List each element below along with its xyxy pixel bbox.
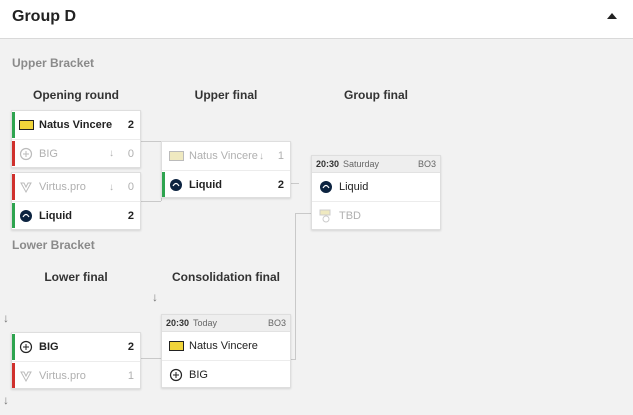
win-indicator <box>162 172 165 197</box>
team-name: Liquid <box>339 181 369 193</box>
team-name: Natus Vincere <box>39 119 113 131</box>
match-format: BO3 <box>267 318 286 328</box>
match-card-opening-1[interactable]: Natus Vincere 2 BIG ↓ 0 <box>11 110 141 168</box>
connector-line <box>291 183 299 184</box>
big-logo-icon <box>18 146 34 162</box>
group-title: Group D <box>12 8 76 25</box>
team-name: Natus Vincere <box>189 150 258 162</box>
lose-indicator <box>12 363 15 388</box>
team-row[interactable]: Liquid <box>312 173 440 201</box>
arrow-down-icon: ↓ <box>259 150 264 162</box>
team-name: Natus Vincere <box>189 340 258 352</box>
match-day: Saturday <box>343 159 380 169</box>
connector-line <box>295 213 311 214</box>
navi-logo-icon <box>168 148 184 164</box>
team-score: 2 <box>127 341 134 353</box>
team-name: TBD <box>339 209 361 222</box>
team-name: Liquid <box>39 209 72 222</box>
opening-round-title: Opening round <box>33 88 119 102</box>
navi-logo-icon <box>18 117 34 133</box>
team-name: Virtus.pro <box>39 369 86 382</box>
match-time: 20:30 <box>166 318 190 328</box>
connector-line <box>141 141 161 142</box>
arrow-down-icon: ↓ <box>3 311 9 325</box>
team-row[interactable]: Liquid 2 <box>162 170 290 198</box>
navi-logo-icon <box>168 338 184 354</box>
lower-final-title: Lower final <box>44 270 108 284</box>
arrow-down-icon: ↓ <box>109 181 114 193</box>
match-card-lower-final[interactable]: BIG 2 Virtus.pro 1 <box>11 332 141 389</box>
arrow-down-icon: ↓ <box>3 393 9 407</box>
team-row[interactable]: Liquid 2 <box>12 201 140 229</box>
upper-bracket-label: Upper Bracket <box>12 56 95 70</box>
team-row[interactable]: Natus Vincere ↓ 1 <box>162 142 290 170</box>
match-format: BO3 <box>417 159 436 169</box>
team-row[interactable]: BIG 2 <box>12 333 140 361</box>
win-indicator <box>12 112 15 138</box>
win-indicator <box>12 203 15 228</box>
match-header: 20:30 Today BO3 <box>162 315 290 332</box>
big-logo-icon <box>18 339 34 355</box>
team-name: BIG <box>39 341 59 353</box>
liquid-logo-icon <box>318 179 334 195</box>
match-day: Today <box>193 318 218 328</box>
team-score: 1 <box>127 369 134 382</box>
liquid-logo-icon <box>18 208 34 224</box>
team-row[interactable]: Natus Vincere 2 <box>12 111 140 139</box>
team-row[interactable]: BIG <box>162 360 290 388</box>
group-header: Group D <box>0 0 633 39</box>
team-name: Liquid <box>189 178 222 191</box>
virtuspro-logo-icon <box>18 368 34 384</box>
liquid-logo-icon <box>168 177 184 193</box>
connector-line <box>141 201 161 202</box>
lose-indicator <box>12 174 15 200</box>
team-score: 2 <box>127 119 134 131</box>
connector-line <box>291 359 296 360</box>
connector-line <box>141 358 161 359</box>
virtuspro-logo-icon <box>18 179 34 195</box>
big-logo-icon <box>168 367 184 383</box>
consolidation-final-title: Consolidation final <box>172 270 280 284</box>
match-time: 20:30 <box>316 159 340 169</box>
match-card-consolidation-final[interactable]: 20:30 Today BO3 Natus Vincere BIG <box>161 314 291 388</box>
team-row[interactable]: BIG ↓ 0 <box>12 139 140 167</box>
team-score: 0 <box>127 181 134 193</box>
team-row[interactable]: Virtus.pro 1 <box>12 361 140 389</box>
match-header: 20:30 Saturday BO3 <box>312 156 440 173</box>
team-score: 1 <box>277 150 284 162</box>
team-row[interactable]: TBD <box>312 201 440 229</box>
team-name: BIG <box>39 147 58 160</box>
match-card-group-final[interactable]: 20:30 Saturday BO3 Liquid TBD <box>311 155 441 230</box>
connector-line <box>295 213 296 360</box>
win-indicator <box>12 334 15 360</box>
arrow-down-icon: ↓ <box>152 290 158 304</box>
team-score: 0 <box>127 147 134 160</box>
team-name: BIG <box>189 368 208 381</box>
match-card-upper-final[interactable]: Natus Vincere ↓ 1 Liquid 2 <box>161 141 291 198</box>
match-card-opening-2[interactable]: Virtus.pro ↓ 0 Liquid 2 <box>11 172 141 230</box>
team-score: 2 <box>277 178 284 191</box>
team-name: Virtus.pro <box>39 181 86 193</box>
team-score: 2 <box>127 209 134 222</box>
lower-bracket-label: Lower Bracket <box>12 238 95 252</box>
team-row[interactable]: Natus Vincere <box>162 332 290 360</box>
lose-indicator <box>12 141 15 166</box>
arrow-down-icon: ↓ <box>109 148 114 159</box>
team-row[interactable]: Virtus.pro ↓ 0 <box>12 173 140 201</box>
group-final-title: Group final <box>344 88 408 102</box>
chevron-up-icon[interactable] <box>607 13 617 19</box>
tbd-logo-icon <box>318 208 334 224</box>
upper-final-title: Upper final <box>194 88 258 102</box>
